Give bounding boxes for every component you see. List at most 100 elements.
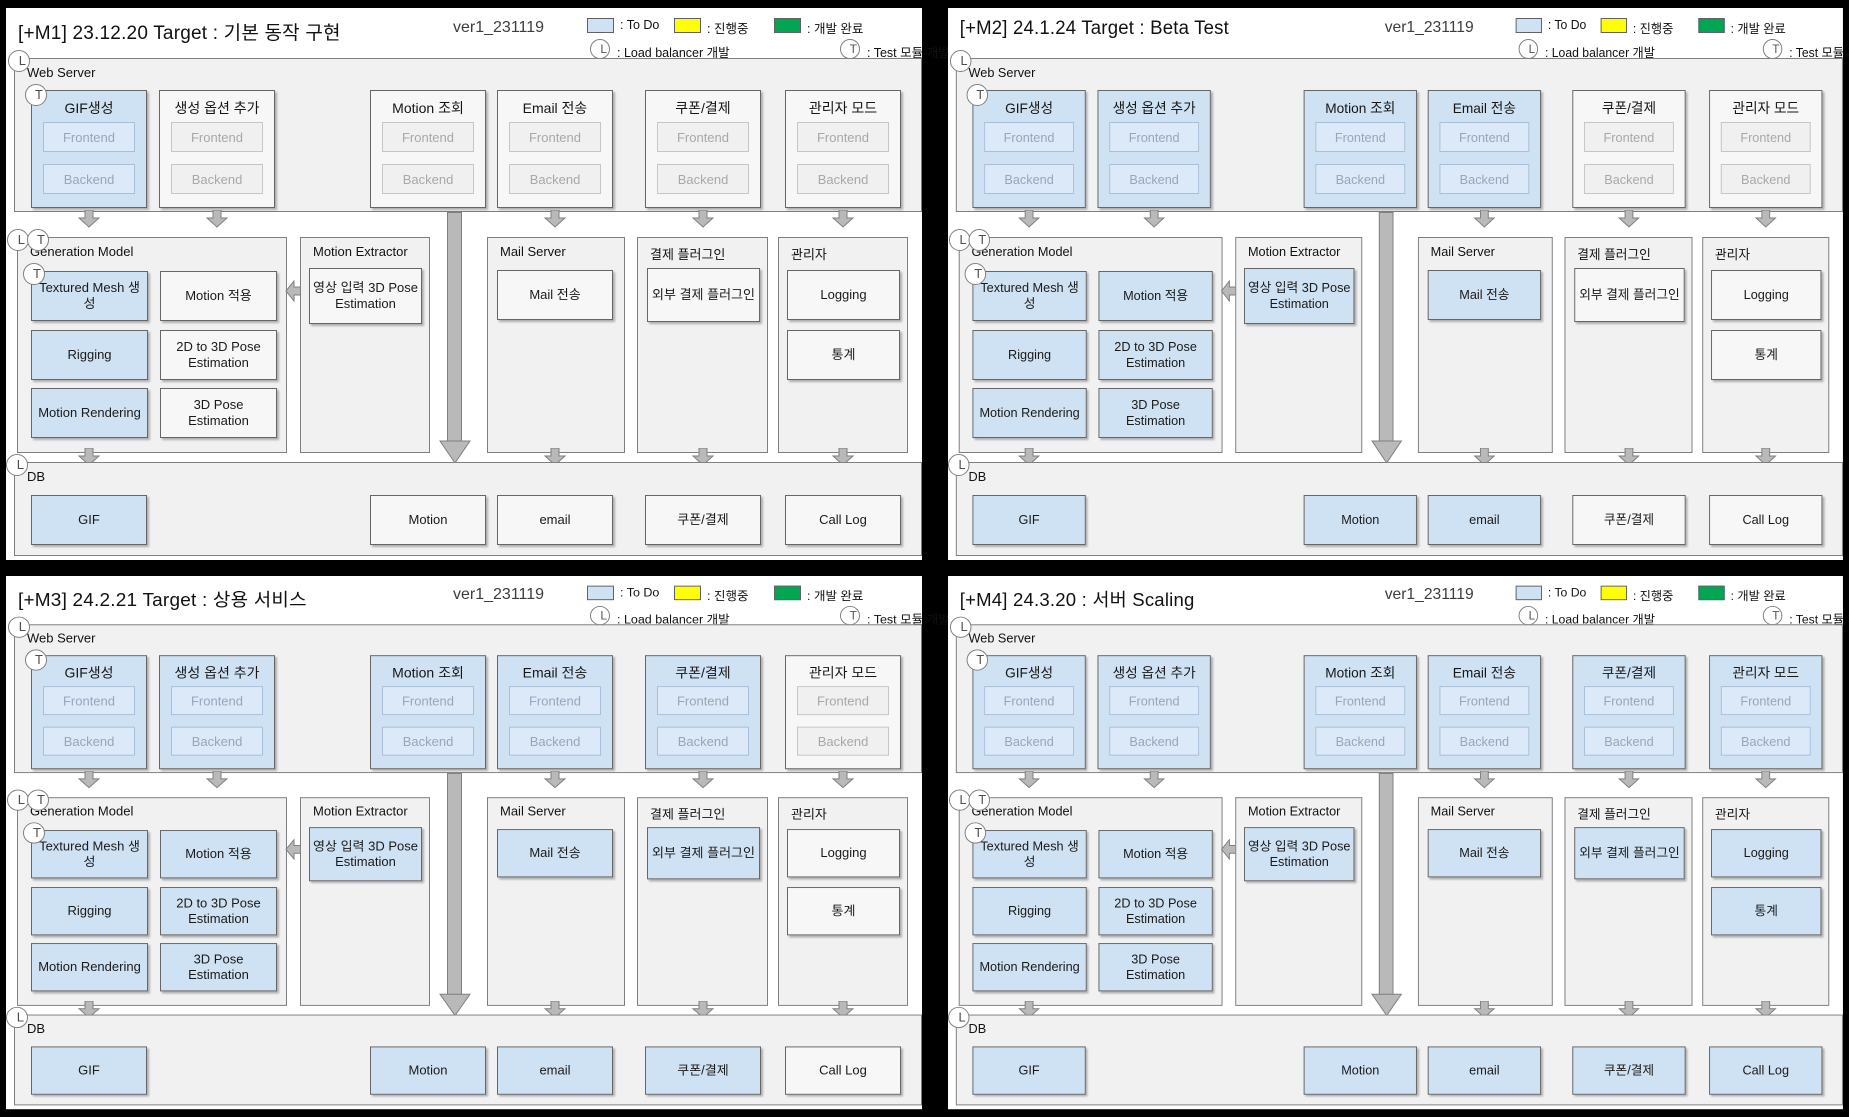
web-server-label: Web Server bbox=[968, 65, 1036, 80]
legend: : To Do : 진행중 : 개발 완료 L : Load balancer … bbox=[1510, 14, 1849, 60]
gen-box-textured-mesh: Textured Mesh 생성 bbox=[31, 830, 148, 879]
generation-model-label: Generation Model bbox=[30, 803, 134, 819]
test-module-icon: T bbox=[25, 84, 47, 106]
legend-done-swatch bbox=[1698, 585, 1725, 601]
admin-box-logging: Logging bbox=[1711, 829, 1822, 878]
mail-server-label: Mail Server bbox=[1430, 803, 1495, 819]
web-service-box-gif: GIF생성 Frontend Backend bbox=[31, 655, 147, 770]
admin-box-stats: 통계 bbox=[787, 330, 900, 380]
admin-box-logging: Logging bbox=[787, 829, 900, 878]
backend-box: Backend bbox=[984, 164, 1075, 194]
service-title: GIF생성 bbox=[1005, 664, 1054, 681]
mail-server-label: Mail Server bbox=[1430, 244, 1495, 259]
legend: : To Do : 진행중 : 개발 완료 L : Load balancer … bbox=[1510, 582, 1849, 626]
down-arrow-icon bbox=[78, 1001, 100, 1019]
web-service-box-admin: 관리자 모드 Frontend Backend bbox=[785, 655, 901, 770]
down-arrow-icon bbox=[1755, 1001, 1777, 1019]
gen-box-motion-apply: Motion 적용 bbox=[1098, 830, 1213, 879]
down-arrow-icon bbox=[1618, 448, 1640, 466]
down-arrow-icon bbox=[1473, 771, 1496, 789]
web-service-box-admin: 관리자 모드 Frontend Backend bbox=[1709, 90, 1823, 208]
legend-testmodule-label: : Test 모듈 개발 bbox=[867, 612, 950, 627]
mail-server-label: Mail Server bbox=[500, 803, 566, 819]
gen-box-motion-rendering: Motion Rendering bbox=[972, 388, 1087, 438]
version-label: ver1_231119 bbox=[1384, 19, 1474, 36]
gen-box-2d3d-pose: 2D to 3D Pose Estimation bbox=[160, 887, 277, 936]
legend-inprogress-label: : 진행중 bbox=[1632, 22, 1674, 36]
db-box-coupon: 쿠폰/결제 bbox=[1572, 1046, 1686, 1095]
down-arrow-icon bbox=[78, 210, 100, 228]
load-balancer-icon: L bbox=[949, 616, 972, 638]
service-title: 생성 옵션 추가 bbox=[174, 664, 260, 681]
motion-extractor-label: Motion Extractor bbox=[1247, 803, 1341, 819]
backend-box: Backend bbox=[984, 726, 1075, 756]
backend-box: Backend bbox=[509, 164, 601, 194]
legend-inprogress-swatch bbox=[1600, 18, 1628, 33]
down-arrow-icon bbox=[544, 448, 566, 466]
down-arrow-icon bbox=[692, 448, 714, 466]
down-arrow-icon bbox=[1618, 771, 1640, 789]
mail-server-label: Mail Server bbox=[500, 244, 566, 259]
db-box-gif: GIF bbox=[972, 1046, 1086, 1095]
web-service-box-motion: Motion 조회 Frontend Backend bbox=[370, 90, 486, 208]
motion-db-arrow-shaft bbox=[447, 773, 462, 996]
down-arrow-icon bbox=[1755, 771, 1777, 789]
legend-inprogress-swatch bbox=[1600, 585, 1628, 601]
motion-db-arrow-shaft bbox=[447, 212, 462, 442]
backend-box: Backend bbox=[43, 726, 135, 756]
legend-todo-swatch bbox=[587, 585, 614, 601]
web-service-box-gif: GIF생성 Frontend Backend bbox=[31, 90, 147, 208]
backend-box: Backend bbox=[1439, 726, 1530, 756]
admin-box-stats: 통계 bbox=[787, 887, 900, 936]
legend-testmodule-label: : Test 모듈 개발 bbox=[1789, 46, 1849, 60]
test-module-icon: T bbox=[27, 229, 49, 251]
db-box-gif: GIF bbox=[31, 495, 147, 545]
backend-box: Backend bbox=[382, 164, 474, 194]
admin-label: 관리자 bbox=[1714, 806, 1751, 822]
gen-box-motion-rendering: Motion Rendering bbox=[31, 388, 148, 438]
load-balancer-icon: L bbox=[7, 789, 29, 811]
frontend-box: Frontend bbox=[1720, 686, 1811, 716]
gen-box-textured-mesh: Textured Mesh 생성 bbox=[31, 271, 148, 321]
backend-box: Backend bbox=[1720, 726, 1811, 756]
web-service-box-motion: Motion 조회 Frontend Backend bbox=[370, 655, 486, 770]
down-arrow-icon bbox=[78, 448, 100, 466]
motion-db-arrow-head bbox=[439, 440, 471, 464]
web-server-label: Web Server bbox=[968, 631, 1036, 646]
db-box-gif: GIF bbox=[972, 495, 1086, 545]
mail-box-send: Mail 전송 bbox=[1427, 829, 1542, 878]
legend-testmodule-label: : Test 모듈 개발 bbox=[1789, 612, 1849, 627]
frontend-box: Frontend bbox=[171, 686, 263, 716]
db-label: DB bbox=[968, 1021, 987, 1036]
legend-todo-swatch bbox=[587, 18, 614, 33]
service-title: 쿠폰/결제 bbox=[675, 100, 731, 116]
legend-done-label: : 개발 완료 bbox=[1730, 22, 1786, 36]
service-title: 쿠폰/결제 bbox=[1601, 100, 1657, 116]
web-service-box-motion: Motion 조회 Frontend Backend bbox=[1303, 655, 1417, 770]
legend-done-label: : 개발 완료 bbox=[807, 589, 864, 604]
gen-box-3d-pose: 3D Pose Estimation bbox=[1098, 943, 1213, 992]
frontend-box: Frontend bbox=[1315, 122, 1406, 152]
test-module-icon: T bbox=[968, 789, 991, 811]
web-service-box-gif: GIF생성 Frontend Backend bbox=[972, 90, 1086, 208]
generation-model-label: Generation Model bbox=[971, 244, 1073, 259]
frontend-box: Frontend bbox=[43, 122, 135, 152]
backend-box: Backend bbox=[1720, 164, 1811, 194]
test-module-icon: T bbox=[1762, 605, 1783, 626]
payment-plugin-label: 결제 플러그인 bbox=[650, 806, 726, 822]
gen-box-motion-rendering: Motion Rendering bbox=[972, 943, 1087, 992]
frontend-box: Frontend bbox=[1584, 686, 1674, 716]
legend-loadbalancer-label: : Load balancer 개발 bbox=[1544, 46, 1656, 60]
frontend-box: Frontend bbox=[797, 686, 889, 716]
db-box-coupon: 쿠폰/결제 bbox=[1572, 495, 1686, 545]
admin-box-logging: Logging bbox=[1711, 270, 1822, 320]
load-balancer-icon: L bbox=[1518, 605, 1539, 626]
down-arrow-icon bbox=[1473, 210, 1496, 228]
service-title: Motion 조회 bbox=[1325, 664, 1396, 681]
backend-box: Backend bbox=[1439, 164, 1530, 194]
motion-db-arrow-head bbox=[1371, 993, 1403, 1017]
service-title: 관리자 모드 bbox=[1732, 100, 1800, 116]
down-arrow-icon bbox=[544, 1001, 566, 1019]
backend-box: Backend bbox=[509, 726, 601, 756]
